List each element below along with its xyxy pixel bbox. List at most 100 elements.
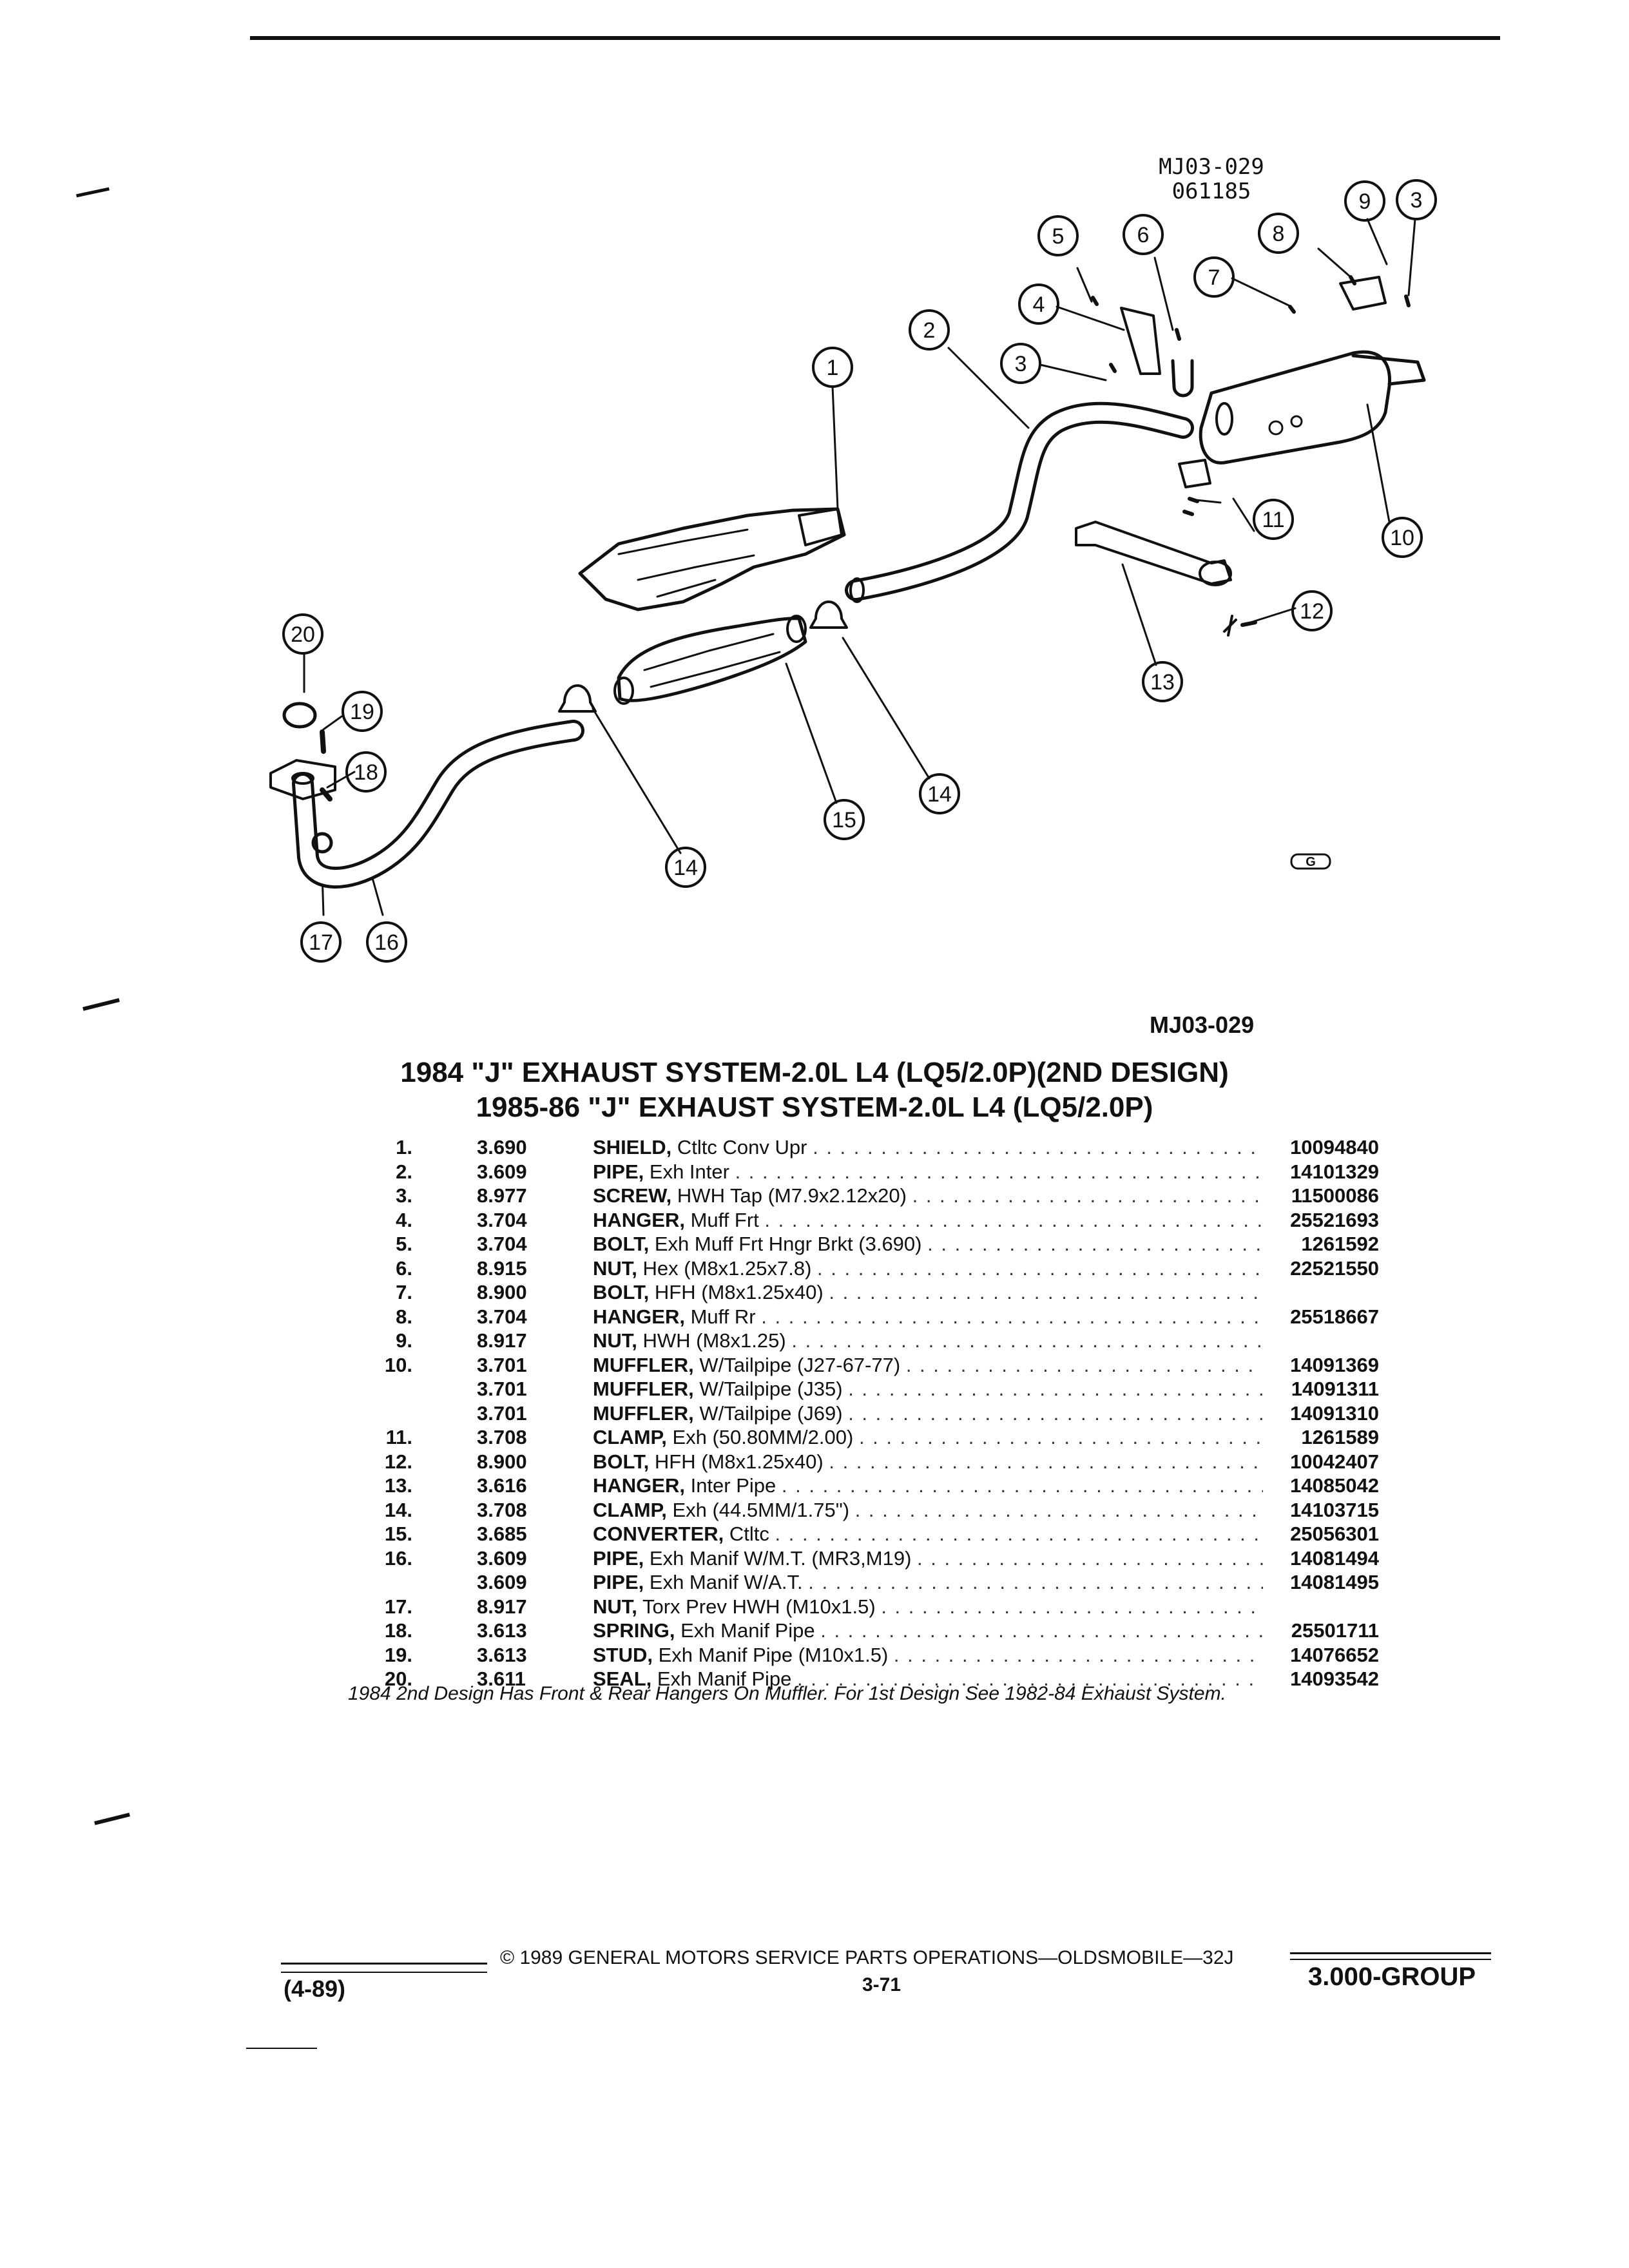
part-detail: Muff Frt — [690, 1208, 759, 1231]
item-number: 12. — [384, 1450, 412, 1473]
leader-dots: . . . . . . . . . . . . . . . . . . . . … — [854, 1498, 1263, 1521]
callout-label: 5 — [1052, 224, 1065, 249]
callout-label: 16 — [374, 930, 399, 955]
part-number: 14103715 — [1290, 1498, 1379, 1521]
revision-date: (4-89) — [284, 1975, 346, 2002]
part-name: HANGER, — [593, 1305, 685, 1328]
part-number: 25501711 — [1291, 1619, 1379, 1642]
svg-text:G: G — [1306, 855, 1316, 869]
part-detail: Exh Inter — [649, 1160, 729, 1183]
diagram-code: MJ03-029 — [1159, 154, 1264, 180]
part-number: 14081495 — [1290, 1571, 1379, 1593]
callout-label: 6 — [1137, 223, 1150, 247]
page-number: 3-71 — [862, 1974, 901, 1995]
callout-label: 3 — [1411, 188, 1423, 213]
leader-dots: . . . . . . . . . . . . . . . . . . . . … — [797, 1667, 1263, 1690]
part-number: 25056301 — [1290, 1523, 1379, 1545]
part-name: HANGER, — [593, 1474, 685, 1497]
leader-dots: . . . . . . . . . . . . . . . . . . . . … — [848, 1401, 1263, 1425]
part-description: HANGER, Muff Frt . . . . . . . . . . . .… — [593, 1208, 1263, 1233]
part-description: MUFFLER, W/Tailpipe (J27-67-77) . . . . … — [593, 1353, 1263, 1378]
callout-label: 18 — [354, 760, 378, 785]
part-detail: Exh Manif Pipe — [680, 1619, 815, 1642]
part-name: PIPE, — [593, 1546, 644, 1570]
callout-label: 14 — [927, 782, 952, 807]
group-code: 3.613 — [477, 1643, 527, 1666]
part-name: CLAMP, — [593, 1426, 667, 1448]
callout-label: 4 — [1033, 293, 1045, 317]
part-description: HANGER, Inter Pipe . . . . . . . . . . .… — [593, 1474, 1263, 1498]
catalytic-converter — [617, 617, 807, 702]
part-number: 14091311 — [1291, 1378, 1379, 1400]
leader-dots: . . . . . . . . . . . . . . . . . . . . … — [912, 1184, 1263, 1207]
part-number: 1261589 — [1301, 1426, 1379, 1448]
part-description: CLAMP, Exh (44.5MM/1.75") . . . . . . . … — [593, 1498, 1263, 1523]
footer-rule-right — [1290, 1952, 1491, 1954]
diagram-code-bottom: MJ03-029 — [1150, 1012, 1255, 1038]
part-detail: W/Tailpipe (J27-67-77) — [699, 1353, 901, 1376]
part-number: 14081494 — [1290, 1546, 1379, 1570]
page-title-2: 1985-86 "J" EXHAUST SYSTEM-2.0L L4 (LQ5/… — [476, 1091, 1153, 1123]
diagram-code-top: MJ03-029 061185 — [1134, 155, 1289, 204]
table-row: 3.609 PIPE, Exh Manif W/A.T. . . . . . . … — [348, 1570, 1379, 1595]
callout-label: 13 — [1150, 670, 1175, 695]
part-number: 22521550 — [1290, 1256, 1379, 1280]
item-number: 20. — [384, 1667, 412, 1690]
group-code: 8.917 — [477, 1595, 527, 1618]
part-number: 14093542 — [1290, 1667, 1379, 1690]
part-name: MUFFLER, — [593, 1401, 694, 1425]
part-detail: HFH (M8x1.25x40) — [654, 1281, 824, 1303]
callout-label: 19 — [350, 700, 374, 724]
group-code: 3.611 — [477, 1667, 526, 1690]
item-number: 2. — [396, 1160, 412, 1183]
part-name: SPRING, — [593, 1619, 675, 1642]
part-description: CONVERTER, Ctltc . . . . . . . . . . . .… — [593, 1522, 1263, 1546]
callout-label: 20 — [291, 622, 315, 647]
group-code: 3.609 — [477, 1571, 527, 1593]
callout-label: 10 — [1390, 526, 1414, 550]
part-number: 14091369 — [1290, 1353, 1379, 1376]
group-code: 3.704 — [477, 1208, 527, 1231]
callout-labels: 1 2 3 3 4 5 6 7 8 9 10 11 12 13 14 14 15… — [291, 188, 1422, 955]
item-number: 16. — [384, 1546, 412, 1570]
leader-dots: . . . . . . . . . . . . . . . . . . . . … — [735, 1160, 1263, 1183]
part-name: BOLT, — [593, 1233, 650, 1255]
leader-dots: . . . . . . . . . . . . . . . . . . . . … — [808, 1571, 1263, 1593]
callouts — [282, 179, 1437, 963]
group-code: 3.616 — [477, 1474, 527, 1497]
part-name: CONVERTER, — [593, 1523, 724, 1545]
leader-dots: . . . . . . . . . . . . . . . . . . . . … — [917, 1546, 1263, 1570]
callout-label: 8 — [1273, 222, 1285, 246]
part-description: SCREW, HWH Tap (M7.9x2.12x20) . . . . . … — [593, 1184, 1263, 1208]
footer-rule-left — [281, 1972, 487, 1973]
item-number: 9. — [396, 1329, 412, 1352]
leader-dots: . . . . . . . . . . . . . . . . . . . . … — [848, 1378, 1263, 1400]
part-description: NUT, Hex (M8x1.25x7.8) . . . . . . . . .… — [593, 1256, 1263, 1281]
leader-dots: . . . . . . . . . . . . . . . . . . . . … — [761, 1305, 1263, 1328]
part-detail: W/Tailpipe (J69) — [699, 1401, 843, 1425]
leader-lines — [303, 218, 1416, 916]
part-name: HANGER, — [593, 1208, 685, 1231]
leader-dots: . . . . . . . . . . . . . . . . . . . . … — [817, 1256, 1263, 1280]
part-number: 10094840 — [1290, 1136, 1379, 1158]
part-detail: Exh Manif W/A.T. — [649, 1571, 803, 1593]
group-code: 8.900 — [477, 1450, 527, 1473]
group-code: 3.704 — [477, 1305, 527, 1328]
item-number: 19. — [384, 1643, 412, 1666]
part-name: PIPE, — [593, 1571, 644, 1593]
callout-label: 14 — [673, 856, 698, 880]
group-code: 8.917 — [477, 1329, 527, 1352]
part-description: BOLT, Exh Muff Frt Hngr Brkt (3.690) . .… — [593, 1232, 1263, 1256]
part-description: SHIELD, Ctltc Conv Upr . . . . . . . . .… — [593, 1135, 1263, 1160]
callout-label: 9 — [1359, 189, 1371, 214]
part-name: SEAL, — [593, 1667, 652, 1690]
callout-label: 12 — [1300, 599, 1324, 624]
